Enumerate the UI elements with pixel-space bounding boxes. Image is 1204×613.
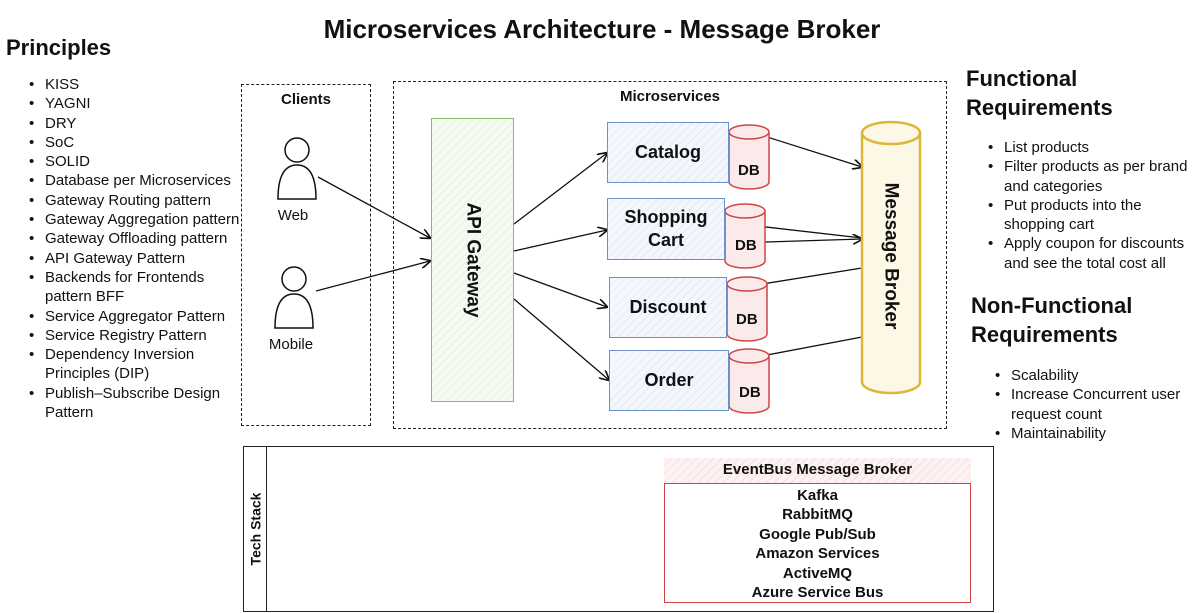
message-broker-label-wrap: Message Broker (860, 140, 920, 372)
cart-db-label: DB (735, 237, 757, 254)
shopping-cart-service: Shopping Cart (607, 198, 725, 260)
heading-line: Requirements (966, 95, 1113, 120)
list-item: Dependency Inversion Principles (DIP) (29, 345, 244, 384)
message-broker-cylinder (860, 120, 922, 395)
mobile-label: Mobile (268, 336, 314, 353)
list-item: Service Registry Pattern (29, 326, 244, 346)
api-gateway-label: API Gateway (462, 202, 484, 318)
gateway-to-cart-arrow (513, 230, 607, 252)
diagram-title: Microservices Architecture - Message Bro… (323, 14, 881, 44)
order-db-icon (728, 348, 770, 414)
gateway-to-order-arrow (513, 298, 609, 380)
microservices-label: Microservices (619, 88, 721, 105)
list-item: DRY (29, 114, 244, 134)
list-item: Amazon Services (755, 545, 880, 563)
list-item: SOLID (29, 152, 244, 172)
list-item: RabbitMQ (782, 506, 853, 524)
eventbus-list: Kafka RabbitMQ Google Pub/Sub Amazon Ser… (664, 486, 971, 602)
list-item: Kafka (797, 487, 838, 504)
tech-stack-side-bar (243, 446, 267, 612)
list-item: Put products into the shopping cart (988, 196, 1204, 235)
web-label: Web (277, 207, 309, 224)
principles-list: KISS YAGNI DRY SoC SOLID Database per Mi… (29, 75, 244, 422)
functional-requirements-list: List products Filter products as per bra… (988, 138, 1204, 273)
api-gateway-label-wrap: API Gateway (431, 118, 514, 402)
discount-label: Discount (629, 297, 707, 317)
discount-db-icon (726, 276, 768, 342)
list-item: Maintainability (995, 424, 1200, 444)
list-item: API Gateway Pattern (29, 249, 244, 269)
heading-line: Non-Functional (971, 293, 1133, 318)
eventbus-title: EventBus Message Broker (664, 458, 971, 484)
web-user-icon (277, 137, 317, 200)
clients-group (241, 84, 371, 426)
list-item: Publish–Subscribe Design Pattern (29, 384, 244, 423)
list-item: Gateway Offloading pattern (29, 229, 244, 249)
mobile-user-icon (274, 266, 314, 329)
functional-requirements-heading: Functional Requirements (966, 64, 1113, 122)
list-item: ActiveMQ (782, 564, 853, 582)
list-item: Gateway Routing pattern (29, 191, 244, 211)
list-item: Scalability (995, 366, 1200, 386)
shopping-cart-label-line2: Cart (647, 230, 684, 250)
list-item: YAGNI (29, 94, 244, 114)
catalog-db-icon (728, 124, 770, 190)
non-functional-requirements-list: Scalability Increase Concurrent user req… (995, 366, 1200, 443)
cart-db-icon (724, 203, 766, 269)
tech-stack-label-wrap: Tech Stack (243, 446, 267, 612)
web-to-gateway-arrow (317, 176, 430, 238)
discount-service: Discount (609, 277, 727, 338)
principles-heading: Principles (6, 35, 112, 60)
gateway-to-catalog-arrow (513, 153, 607, 225)
list-item: KISS (29, 75, 244, 95)
list-item: Apply coupon for discounts and see the t… (988, 234, 1204, 273)
list-item: Increase Concurrent user request count (995, 385, 1200, 424)
list-item: List products (988, 138, 1204, 158)
list-item: Google Pub/Sub (759, 525, 876, 543)
tech-stack-panel (243, 446, 994, 612)
mobile-to-gateway-arrow (315, 261, 430, 292)
shopping-cart-label-line1: Shopping (624, 207, 708, 227)
tech-stack-label: Tech Stack (247, 492, 264, 566)
list-item: Database per Microservices (29, 171, 244, 191)
list-item: Filter products as per brand and categor… (988, 157, 1204, 196)
catalog-db-label: DB (738, 162, 760, 179)
order-label: Order (644, 370, 694, 390)
api-gateway (431, 118, 514, 402)
order-db-label: DB (739, 384, 761, 401)
heading-line: Requirements (971, 322, 1118, 347)
catalog-service: Catalog (607, 122, 729, 183)
list-item: SoC (29, 133, 244, 153)
catalog-label: Catalog (634, 142, 701, 162)
non-functional-requirements-heading: Non-Functional Requirements (971, 291, 1132, 349)
microservices-group (393, 81, 947, 429)
list-item: Backends for Frontends pattern BFF (29, 268, 244, 307)
order-service: Order (609, 350, 729, 411)
heading-line: Functional (966, 66, 1078, 91)
list-item: Gateway Aggregation pattern (29, 210, 244, 230)
clients-label: Clients (280, 91, 331, 108)
list-item: Service Aggregator Pattern (29, 307, 244, 327)
gateway-to-discount-arrow (513, 272, 607, 307)
list-item: Azure Service Bus (751, 584, 884, 602)
discount-db-label: DB (736, 311, 758, 328)
message-broker-label: Message Broker (880, 182, 902, 330)
